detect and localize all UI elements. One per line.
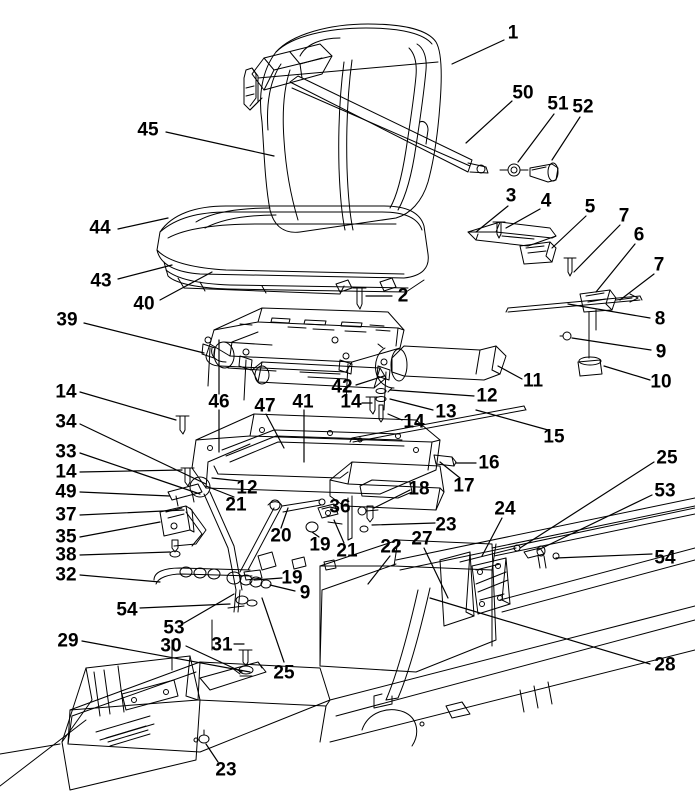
callout-36: 36 xyxy=(329,496,351,518)
callout-31: 31 xyxy=(211,634,233,656)
callout-11: 11 xyxy=(522,370,544,392)
callout-35: 35 xyxy=(55,526,77,548)
callout-28: 28 xyxy=(654,654,676,676)
leader-lines xyxy=(79,39,655,763)
callout-10: 10 xyxy=(650,371,672,393)
callout-52: 52 xyxy=(572,96,594,118)
callout-18: 18 xyxy=(408,478,430,500)
callout-7: 7 xyxy=(653,254,665,276)
callout-22: 22 xyxy=(380,536,402,558)
seat-suspension-base xyxy=(201,307,507,423)
callout-2: 2 xyxy=(397,285,409,307)
callout-49: 49 xyxy=(55,481,77,503)
callout-25: 25 xyxy=(273,662,295,684)
callout-45: 45 xyxy=(137,119,159,141)
callout-25: 25 xyxy=(656,447,678,469)
callout-14: 14 xyxy=(403,411,425,433)
callout-23: 23 xyxy=(435,514,457,536)
seat-back-assembly xyxy=(243,23,442,233)
callout-14: 14 xyxy=(55,381,77,403)
callout-53: 53 xyxy=(163,617,185,639)
callout-46: 46 xyxy=(208,391,230,413)
callout-14: 14 xyxy=(340,391,362,413)
callout-53: 53 xyxy=(654,480,676,502)
callout-8: 8 xyxy=(654,308,666,330)
callout-12: 12 xyxy=(476,385,498,407)
callout-50: 50 xyxy=(512,82,534,104)
seat-cushion-assembly xyxy=(156,205,429,295)
callout-42: 42 xyxy=(331,376,353,398)
callout-17: 17 xyxy=(453,475,475,497)
callout-16: 16 xyxy=(478,452,500,474)
callout-20: 20 xyxy=(270,525,292,547)
callout-44: 44 xyxy=(89,217,111,239)
upper-hardware-group xyxy=(175,75,643,487)
callout-12: 12 xyxy=(236,477,258,499)
callout-47: 47 xyxy=(254,395,276,417)
callout-14: 14 xyxy=(55,461,77,483)
callout-15: 15 xyxy=(543,426,565,448)
callout-33: 33 xyxy=(55,441,77,463)
callout-27: 27 xyxy=(411,528,433,550)
callout-41: 41 xyxy=(292,391,314,413)
lever-linkage-assembly xyxy=(153,476,379,613)
callout-19: 19 xyxy=(309,534,331,556)
seat-mounting-plate xyxy=(191,413,457,511)
callout-43: 43 xyxy=(90,270,112,292)
callout-30: 30 xyxy=(160,635,182,657)
callout-13: 13 xyxy=(435,401,457,423)
callout-3: 3 xyxy=(505,185,517,207)
callout-38: 38 xyxy=(55,544,77,566)
callout-7: 7 xyxy=(618,205,630,227)
callout-1: 1 xyxy=(507,22,519,44)
callout-54: 54 xyxy=(654,547,676,569)
callout-37: 37 xyxy=(55,504,77,526)
callout-4: 4 xyxy=(540,190,552,212)
callout-24: 24 xyxy=(494,498,516,520)
callout-5: 5 xyxy=(584,196,596,218)
callout-54: 54 xyxy=(116,599,138,621)
callout-23: 23 xyxy=(215,759,237,781)
callout-51: 51 xyxy=(547,93,569,115)
callout-9: 9 xyxy=(299,582,311,604)
callout-6: 6 xyxy=(633,224,645,246)
callout-29: 29 xyxy=(57,630,79,652)
callout-19: 19 xyxy=(281,567,303,589)
callout-39: 39 xyxy=(56,309,78,331)
callout-21: 21 xyxy=(225,494,247,516)
callout-21: 21 xyxy=(336,540,358,562)
callout-34: 34 xyxy=(55,411,77,433)
callout-9: 9 xyxy=(655,341,667,363)
callout-32: 32 xyxy=(55,564,77,586)
callout-40: 40 xyxy=(133,293,155,315)
